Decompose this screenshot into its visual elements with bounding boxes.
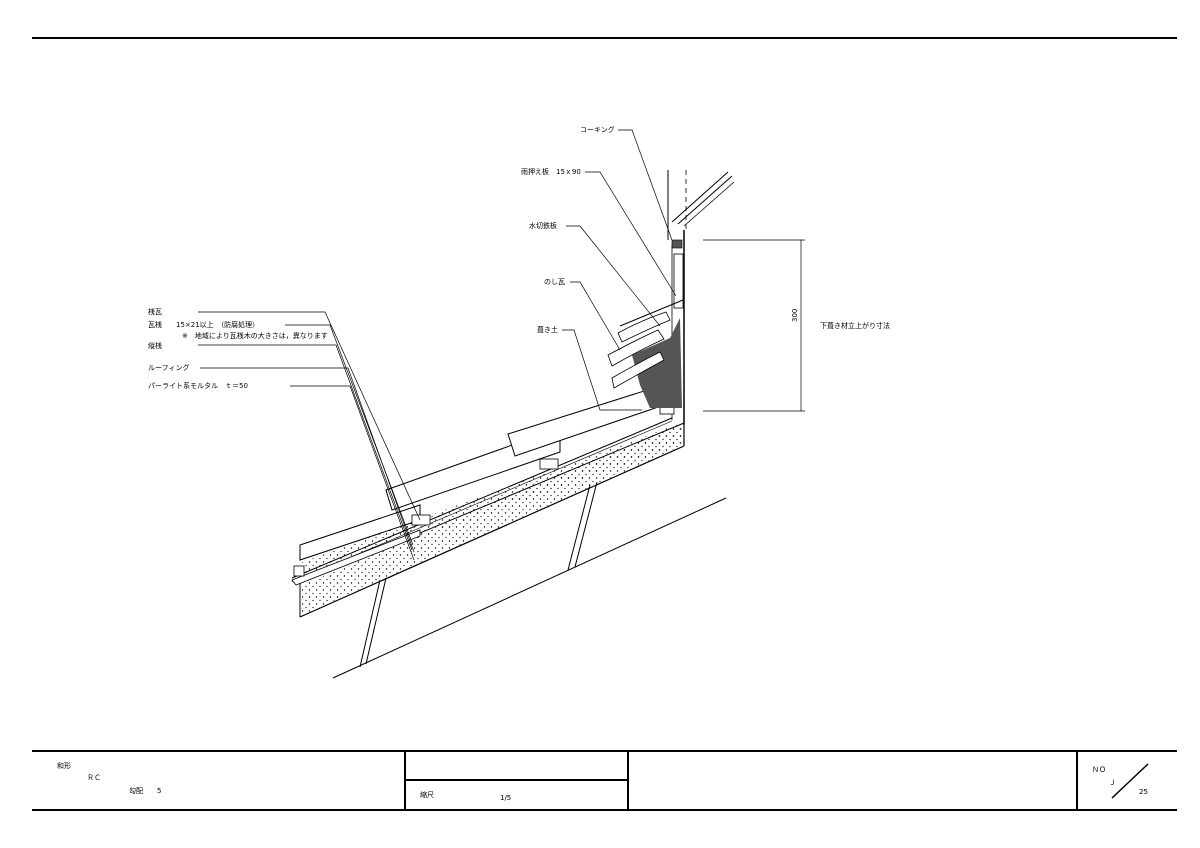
noshi-tile-label: のし瓦 xyxy=(544,278,565,286)
no-label: ＮＯ xyxy=(1092,766,1106,774)
caulking-label: コーキング xyxy=(580,126,615,134)
roof-shape-value: 和形 xyxy=(57,762,71,770)
leader-noshi xyxy=(570,281,621,351)
leader-vertical-batten xyxy=(198,344,413,551)
post-left-a xyxy=(359,579,381,668)
leader-sleeve-tile xyxy=(198,311,421,521)
batten-2 xyxy=(539,458,559,470)
no-slash-icon xyxy=(1111,763,1149,799)
post-left-b xyxy=(365,577,387,665)
mortar-label: パーライト系モルタル ｔ＝50 xyxy=(148,382,248,390)
flashing-label: 水切鉄板 xyxy=(529,222,557,230)
rain-board-label: 雨押え板 15ｘ90 xyxy=(521,168,581,176)
sleeve-tile-label: 桟瓦 xyxy=(148,308,162,316)
leader-flashing xyxy=(566,225,661,327)
pitch-value: 勾配 5 xyxy=(129,787,162,795)
upper-roof-line-3 xyxy=(683,181,735,227)
dimension-value: 300 xyxy=(791,308,799,322)
batten-label: 瓦桟 15×21以上 （防腐処理） xyxy=(148,321,260,329)
leader-batten xyxy=(285,324,414,546)
flashing-line xyxy=(619,299,684,327)
scale-label: 縮尺 xyxy=(420,791,434,799)
mortar-fill-lower xyxy=(302,425,682,615)
mortar-bottom-line xyxy=(299,445,685,618)
dimension-note: 下葺き材立上がり寸法 xyxy=(820,322,890,330)
ceiling-line xyxy=(332,497,727,679)
batten-0 xyxy=(293,565,305,577)
batten-note-label: ※ 地域により瓦桟木の大きさは，異なります xyxy=(182,332,328,340)
post-right-a xyxy=(567,484,591,571)
leader-roofing xyxy=(200,367,415,553)
noshi-tile-2 xyxy=(607,329,665,367)
caulking-block xyxy=(671,239,683,249)
scale-value: 1/5 xyxy=(500,794,512,802)
post-right-b xyxy=(574,481,598,568)
upper-roof-line-1 xyxy=(671,171,729,223)
lower-tile-ridge xyxy=(291,529,421,586)
leader-fill-soil xyxy=(562,329,642,411)
noshi-tile-3 xyxy=(617,311,671,343)
roofing-label: ルーフィング xyxy=(148,364,190,372)
roofing-line xyxy=(291,417,673,579)
vertical-batten-label: 縦桟 xyxy=(148,342,162,350)
fill-soil-label: 葺き土 xyxy=(537,326,558,334)
structure-value: ＲＣ xyxy=(87,774,101,782)
batten-1 xyxy=(411,514,431,526)
upper-roof-line-2 xyxy=(677,175,733,225)
leader-mortar xyxy=(290,385,415,561)
noshi-tile-1 xyxy=(611,351,665,389)
no-letter: Ｊ xyxy=(1109,779,1116,787)
leader-caulking xyxy=(618,129,673,241)
no-number: 25 xyxy=(1139,788,1148,796)
rain-board-section xyxy=(673,253,684,309)
leader-rain-board xyxy=(585,171,677,297)
